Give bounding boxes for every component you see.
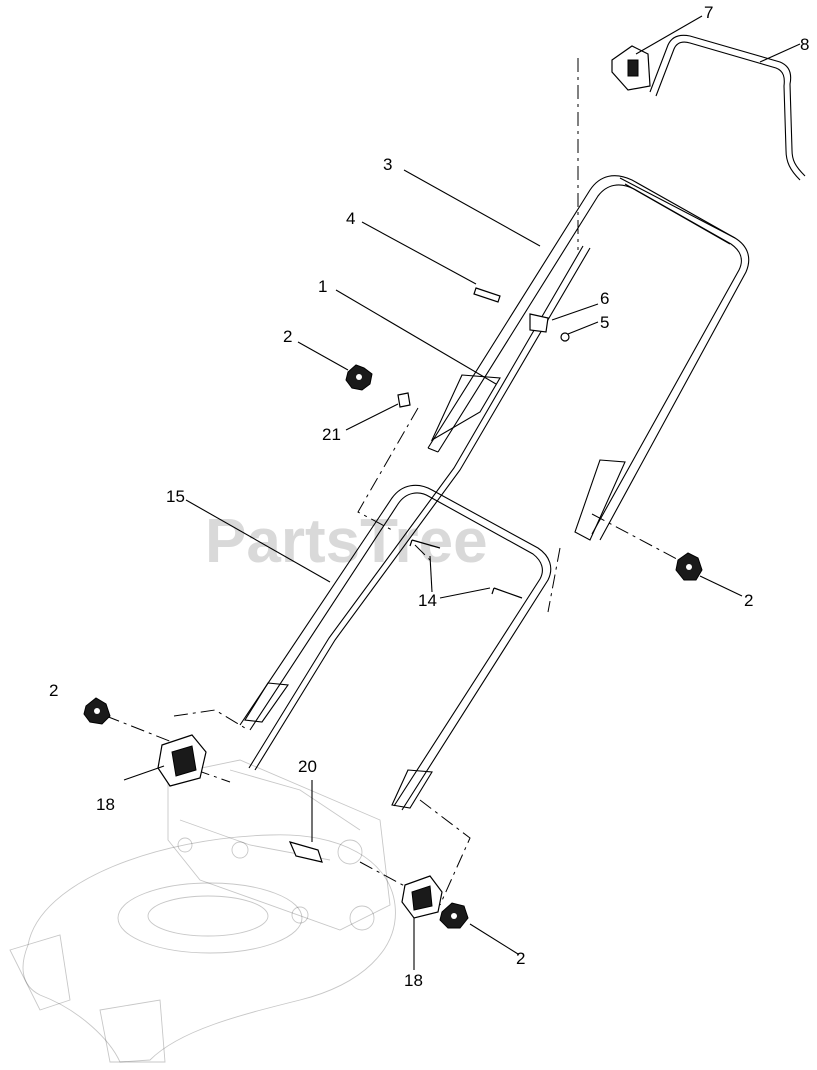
callout-2-left: 2	[49, 681, 58, 700]
handle-knobs	[83, 364, 703, 929]
callouts: 7 8 3 4 1 6 5 2 21 15 2 14 2 20 18 2 18	[49, 3, 809, 990]
callout-1: 1	[318, 277, 327, 296]
cable-clip	[611, 45, 651, 91]
callout-4: 4	[346, 209, 355, 228]
callout-18-left: 18	[96, 795, 115, 814]
callout-8: 8	[800, 35, 809, 54]
callout-15: 15	[166, 487, 185, 506]
callout-3: 3	[383, 155, 392, 174]
mower-deck-outline	[9, 759, 396, 1063]
callout-5: 5	[600, 313, 609, 332]
lower-handle	[239, 484, 552, 811]
callout-18-bottom: 18	[404, 971, 423, 990]
callout-2-right: 2	[744, 591, 753, 610]
leader-lines	[123, 15, 801, 970]
callout-7: 7	[704, 3, 713, 22]
handle-brackets	[157, 734, 443, 919]
callout-20: 20	[298, 757, 317, 776]
callout-6: 6	[600, 289, 609, 308]
hardware	[397, 287, 570, 599]
upper-handle	[427, 175, 750, 541]
callout-2-upper: 2	[283, 327, 292, 346]
callout-21: 21	[322, 425, 341, 444]
deck-mount	[288, 841, 323, 863]
callout-2-bottom: 2	[516, 949, 525, 968]
watermark: PartsTree	[205, 507, 488, 576]
callout-14: 14	[418, 591, 437, 610]
control-cable	[248, 245, 591, 771]
bail-bar	[649, 34, 806, 181]
